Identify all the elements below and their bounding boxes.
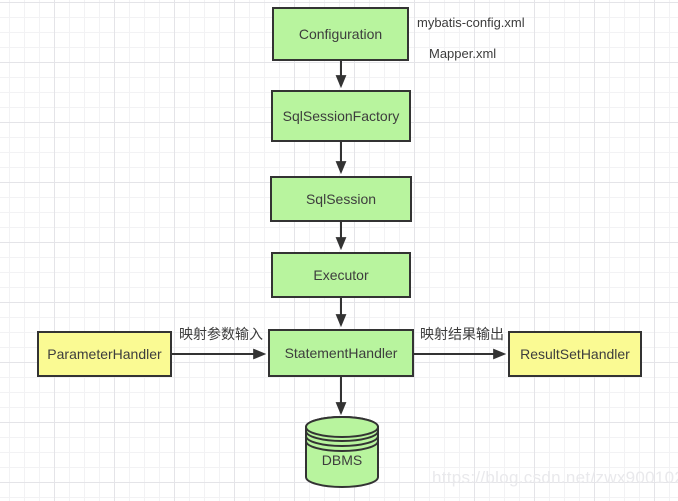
node-resultsethandler: ResultSetHandler bbox=[508, 331, 642, 377]
annotation-mybatis-config-xml: mybatis-config.xml bbox=[417, 15, 525, 30]
node-sqlsessionfactory: SqlSessionFactory bbox=[271, 90, 411, 142]
node-parameterhandler: ParameterHandler bbox=[37, 331, 172, 377]
edge-label-param-input: 映射参数输入 bbox=[179, 326, 263, 342]
annotation-mapper-xml: Mapper.xml bbox=[429, 46, 497, 61]
node-executor: Executor bbox=[271, 252, 411, 298]
node-statementhandler: StatementHandler bbox=[268, 329, 414, 377]
node-configuration: Configuration bbox=[272, 7, 409, 61]
node-dbms-label: DBMS bbox=[321, 452, 363, 468]
edge-label-result-output: 映射结果输出 bbox=[420, 326, 504, 342]
node-sqlsession: SqlSession bbox=[270, 176, 412, 222]
watermark-url: https://blog.csdn.net/zwx900102 bbox=[432, 468, 678, 487]
